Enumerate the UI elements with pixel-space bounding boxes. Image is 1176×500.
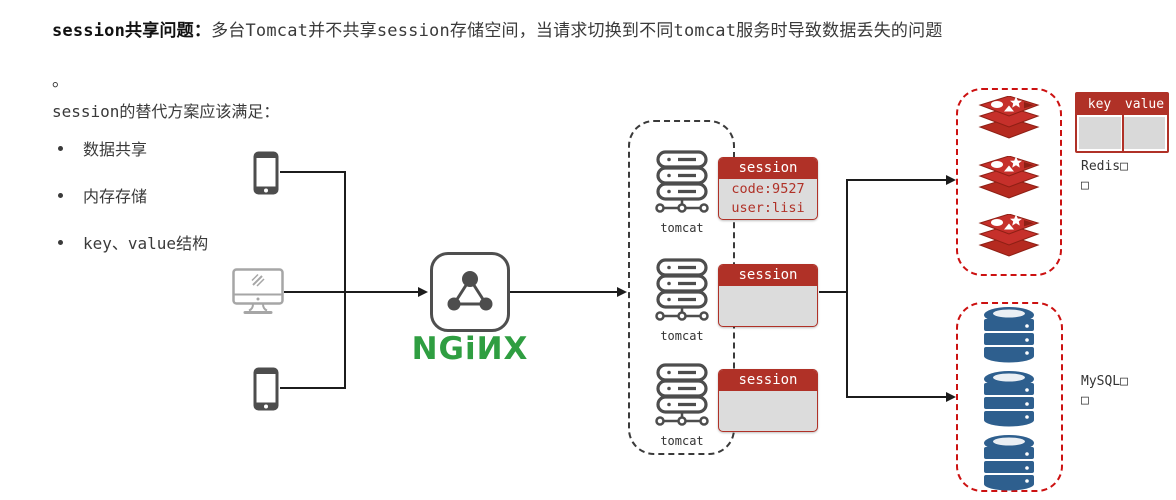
session-card-body bbox=[719, 391, 817, 431]
redis-icon bbox=[976, 214, 1042, 268]
key-value-table: key value bbox=[1075, 92, 1169, 153]
session-card: session bbox=[718, 369, 818, 432]
connector-line bbox=[280, 387, 346, 389]
bullet-dot-icon bbox=[58, 192, 63, 198]
nginx-logo-text: NGiИX bbox=[411, 331, 529, 367]
server-icon bbox=[652, 363, 712, 429]
connector-line bbox=[280, 171, 346, 173]
tomcat-node: tomcat bbox=[651, 150, 713, 235]
title-overflow-punct: 。 bbox=[52, 71, 69, 91]
bullet-dot-icon bbox=[58, 145, 63, 151]
phone-icon bbox=[252, 366, 280, 412]
connector-line bbox=[510, 291, 618, 293]
redis-cluster-box bbox=[956, 88, 1062, 276]
nginx-triangle-icon bbox=[444, 268, 496, 316]
session-card-title: session bbox=[719, 158, 817, 179]
session-card-title: session bbox=[719, 265, 817, 286]
session-entry: code:9527 bbox=[731, 181, 805, 197]
desktop-icon bbox=[232, 268, 284, 318]
list-item-label: 内存存储 bbox=[83, 187, 148, 206]
tomcat-label: tomcat bbox=[660, 434, 704, 448]
session-card: session bbox=[718, 264, 818, 327]
key-value-table-body bbox=[1077, 115, 1167, 151]
mysql-label-line: □ bbox=[1081, 393, 1089, 408]
page-title: session共享问题：多台Tomcat并不共享session存储空间，当请求切… bbox=[52, 16, 1162, 41]
server-icon bbox=[652, 258, 712, 324]
session-card-body: code:9527 user:lisi bbox=[719, 179, 817, 219]
connector-line bbox=[819, 291, 848, 293]
column-header: value bbox=[1124, 97, 1165, 112]
mysql-label: MySQL□ □ bbox=[1081, 372, 1128, 410]
table-cell bbox=[1123, 117, 1165, 149]
session-card: session code:9527 user:lisi bbox=[718, 157, 818, 220]
mysql-database-icon bbox=[980, 370, 1038, 428]
title-rest-text: 多台Tomcat并不共享session存储空间，当请求切换到不同tomcat服务… bbox=[211, 21, 943, 41]
arrowhead-icon bbox=[946, 175, 956, 185]
phone-icon bbox=[252, 150, 280, 196]
list-item: key、value结构 bbox=[58, 230, 338, 254]
list-item-label: 数据共享 bbox=[83, 140, 148, 159]
arrowhead-icon bbox=[418, 287, 428, 297]
connector-line bbox=[284, 291, 418, 293]
redis-label-line: Redis□ bbox=[1081, 159, 1128, 174]
session-entry: user:lisi bbox=[731, 200, 805, 216]
redis-icon bbox=[976, 96, 1042, 150]
table-cell bbox=[1079, 117, 1121, 149]
bullet-dot-icon bbox=[58, 239, 63, 245]
mysql-database-icon bbox=[980, 434, 1038, 492]
tomcat-node: tomcat bbox=[651, 363, 713, 448]
mysql-cluster-box bbox=[956, 302, 1063, 492]
mysql-label-line: MySQL□ bbox=[1081, 374, 1128, 389]
connector-line bbox=[344, 171, 346, 389]
tomcat-node: tomcat bbox=[651, 258, 713, 343]
connector-line bbox=[847, 396, 947, 398]
requirements-list: 数据共享 内存存储 key、value结构 bbox=[58, 136, 338, 277]
redis-icon bbox=[976, 156, 1042, 210]
title-colon: ： bbox=[193, 21, 212, 41]
list-item: 内存存储 bbox=[58, 183, 338, 207]
session-card-title: session bbox=[719, 370, 817, 391]
connector-line bbox=[846, 179, 848, 398]
arrowhead-icon bbox=[946, 392, 956, 402]
tomcat-label: tomcat bbox=[660, 221, 704, 235]
subtitle: session的替代方案应该满足： bbox=[52, 102, 280, 121]
session-card-body bbox=[719, 286, 817, 326]
key-value-table-header: key value bbox=[1077, 94, 1167, 115]
tomcat-label: tomcat bbox=[660, 329, 704, 343]
connector-line bbox=[847, 179, 947, 181]
nginx-node bbox=[430, 252, 510, 332]
redis-label: Redis□ □ bbox=[1081, 157, 1128, 195]
column-header: key bbox=[1087, 97, 1112, 112]
list-item: 数据共享 bbox=[58, 136, 338, 160]
redis-label-line: □ bbox=[1081, 178, 1089, 193]
title-bold-text: session共享问题 bbox=[52, 21, 194, 41]
list-item-label: key、value结构 bbox=[83, 234, 209, 253]
mysql-database-icon bbox=[980, 306, 1038, 364]
arrowhead-icon bbox=[617, 287, 627, 297]
server-icon bbox=[652, 150, 712, 216]
